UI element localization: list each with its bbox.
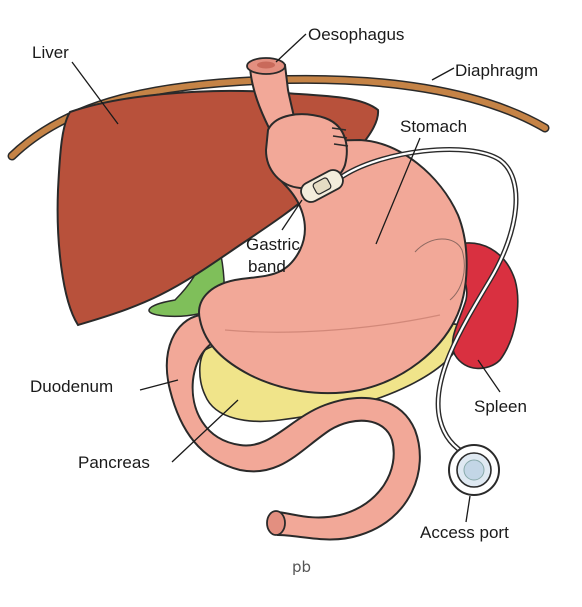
spleen	[451, 242, 519, 370]
label-liver: Liver	[32, 43, 69, 62]
stomach-spleen-overlap	[414, 238, 465, 301]
leader-access-port	[465, 495, 471, 523]
leader-pancreas	[171, 399, 239, 463]
oesophagus-lumen	[257, 61, 275, 69]
label-gastric-band-line1: Gastric	[246, 235, 300, 254]
label-access-port: Access port	[420, 523, 509, 542]
leader-oesophagus	[275, 33, 307, 63]
band-tubing-inner	[338, 148, 518, 457]
label-pancreas: Pancreas	[78, 453, 150, 472]
leader-stomach	[375, 137, 421, 245]
access-port	[448, 444, 500, 496]
label-spleen: Spleen	[474, 397, 527, 416]
stomach-fold	[224, 314, 441, 333]
leader-diaphragm	[431, 67, 455, 81]
label-diaphragm: Diaphragm	[455, 61, 538, 80]
label-oesophagus: Oesophagus	[308, 25, 404, 44]
label-stomach: Stomach	[400, 117, 467, 136]
stomach	[198, 138, 468, 395]
band-sutures	[331, 127, 349, 147]
leader-duodenum	[139, 379, 179, 391]
label-gastric-band-line2: band	[248, 257, 286, 276]
gastric-pouch	[264, 113, 348, 190]
gastric-band	[300, 169, 344, 203]
label-duodenum: Duodenum	[30, 377, 113, 396]
leader-liver	[71, 61, 119, 125]
intestine-cut-end	[266, 510, 286, 536]
leader-gastric-band	[281, 199, 303, 231]
artist-signature: pb	[292, 558, 311, 576]
leader-spleen	[477, 359, 501, 393]
